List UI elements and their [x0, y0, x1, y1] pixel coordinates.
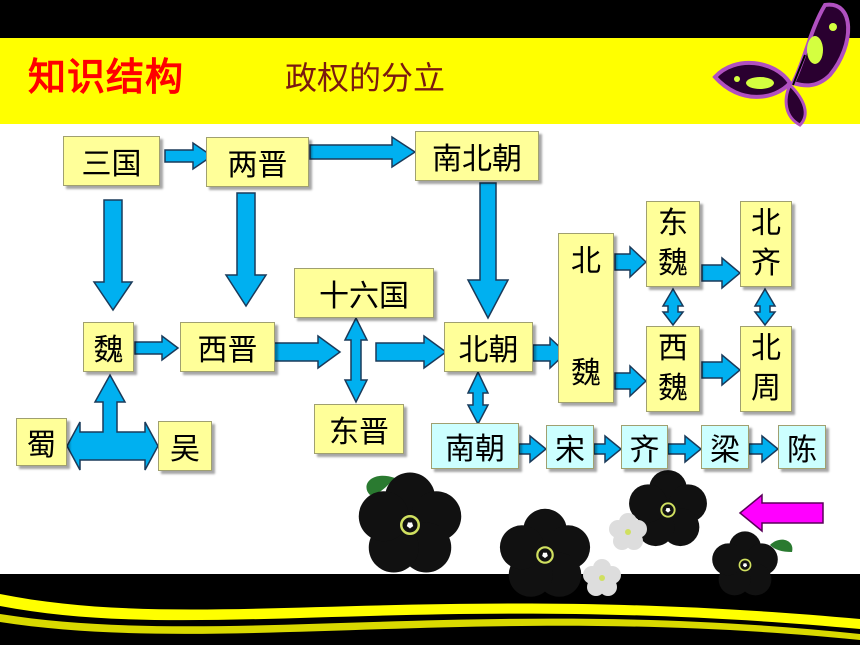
node-xiwei: 西 魏 [646, 326, 700, 412]
node-beichao: 北朝 [444, 322, 533, 372]
node-beizhou-char-1: 北 [751, 331, 781, 366]
arrow-nanbeichao-beichao [466, 182, 510, 320]
node-shu: 蜀 [16, 418, 67, 466]
node-wei: 魏 [83, 322, 134, 372]
node-shiliuguo: 十六国 [294, 268, 434, 318]
arrow-dongwei-xiwei-double [661, 287, 685, 327]
arrow-song-qi [593, 434, 623, 464]
node-nanbeichao: 南北朝 [415, 131, 539, 181]
node-dongwei-char-2: 魏 [658, 246, 688, 281]
node-beizhou: 北 周 [740, 326, 792, 412]
node-wu: 吴 [158, 421, 212, 471]
arrow-qi-liang [667, 434, 703, 464]
top-black-band [0, 0, 860, 38]
node-beiqi: 北 齐 [740, 201, 792, 287]
arrow-nanchao-song [518, 434, 548, 464]
node-liang: 梁 [701, 425, 749, 469]
node-song: 宋 [546, 425, 594, 469]
node-dongwei-char-1: 东 [658, 206, 688, 241]
arrow-liangjin-nanbeichao [309, 135, 417, 169]
arrow-beiqi-beizhou-double [753, 287, 777, 327]
arrow-xiwei-beizhou [701, 353, 742, 387]
bottom-stripe-decoration [0, 594, 860, 640]
arrow-beichao-nanchao-double [466, 370, 490, 426]
node-beiwei-char-2: 魏 [571, 356, 601, 391]
node-beiwei: 北 魏 [558, 233, 614, 403]
node-xiwei-char-1: 西 [658, 331, 688, 366]
node-beiqi-char-1: 北 [751, 206, 781, 241]
arrow-liang-chen [748, 434, 780, 464]
node-dongjin: 东晋 [314, 404, 404, 454]
arrow-sanguo-wei [92, 199, 134, 312]
arrow-junction-double [343, 316, 369, 404]
arrow-xijin-junction [269, 334, 342, 370]
node-qi: 齐 [621, 425, 668, 469]
node-liangjin: 两晋 [206, 137, 309, 187]
arrow-beiwei-xiwei [614, 364, 648, 398]
node-beiwei-char-1: 北 [571, 244, 601, 279]
page-subtitle: 政权的分立 [285, 59, 446, 97]
arrow-liangjin-xijin [224, 192, 268, 308]
arrow-dongwei-beiqi [701, 256, 742, 290]
node-sanguo: 三国 [63, 136, 160, 186]
arrow-wei-xijin [134, 334, 180, 362]
arrow-junction-beichao [375, 334, 448, 370]
arrow-three-kingdoms [66, 373, 159, 471]
arrow-beiwei-dongwei [614, 245, 648, 279]
node-xijin: 西晋 [180, 322, 275, 372]
node-xiwei-char-2: 魏 [658, 371, 688, 406]
arrow-sanguo-liangjin [164, 141, 214, 171]
node-dongwei: 东 魏 [646, 201, 700, 287]
node-nanchao: 南朝 [431, 423, 519, 469]
back-arrow-icon [738, 493, 824, 533]
node-chen: 陈 [778, 425, 826, 469]
node-beiqi-char-2: 齐 [751, 246, 781, 281]
node-beizhou-char-2: 周 [751, 371, 781, 406]
page-title: 知识结构 [28, 55, 185, 99]
